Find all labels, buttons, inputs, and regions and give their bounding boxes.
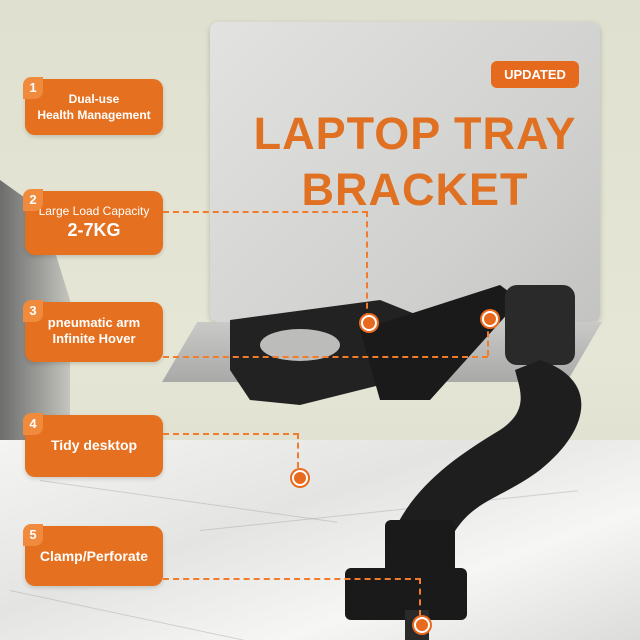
callout-line: [297, 433, 299, 468]
feature-card-3: 3 pneumatic arm Infinite Hover: [23, 300, 163, 362]
feature-text: Health Management: [37, 108, 151, 122]
callout-line: [163, 211, 368, 213]
feature-text: pneumatic arm: [47, 315, 141, 330]
feature-card-5: 5 Clamp/Perforate: [23, 524, 163, 586]
feature-text: Large Load Capacity: [38, 204, 150, 218]
feature-card-4: 4 Tidy desktop: [23, 413, 163, 477]
feature-number: 5: [23, 524, 43, 546]
feature-number: 4: [23, 413, 43, 435]
feature-number: 1: [23, 77, 43, 99]
feature-number: 2: [23, 189, 43, 211]
feature-text: 2-7KG: [67, 220, 121, 240]
title-line-1: LAPTOP TRAY: [253, 108, 577, 159]
updated-badge: UPDATED: [491, 61, 579, 88]
feature-card-2: 2 Large Load Capacity 2-7KG: [23, 189, 163, 255]
callout-dot: [414, 617, 430, 633]
title-line-2: BRACKET: [301, 164, 529, 215]
feature-card-1: 1 Dual-use Health Management: [23, 77, 163, 135]
callout-dot: [361, 315, 377, 331]
feature-text: Clamp/Perforate: [39, 548, 149, 564]
feature-text: Dual-use: [68, 92, 120, 106]
callout-line: [419, 578, 421, 616]
feature-text: Tidy desktop: [50, 437, 138, 453]
callout-line: [163, 578, 421, 580]
feature-text: Infinite Hover: [52, 331, 136, 346]
callout-line: [487, 322, 489, 356]
callout-dot: [482, 311, 498, 327]
feature-number: 3: [23, 300, 43, 322]
callout-line: [163, 356, 488, 358]
callout-line: [163, 433, 299, 435]
callout-line: [366, 211, 368, 319]
callout-dot: [292, 470, 308, 486]
page-title: LAPTOP TRAY BRACKET: [210, 106, 620, 218]
